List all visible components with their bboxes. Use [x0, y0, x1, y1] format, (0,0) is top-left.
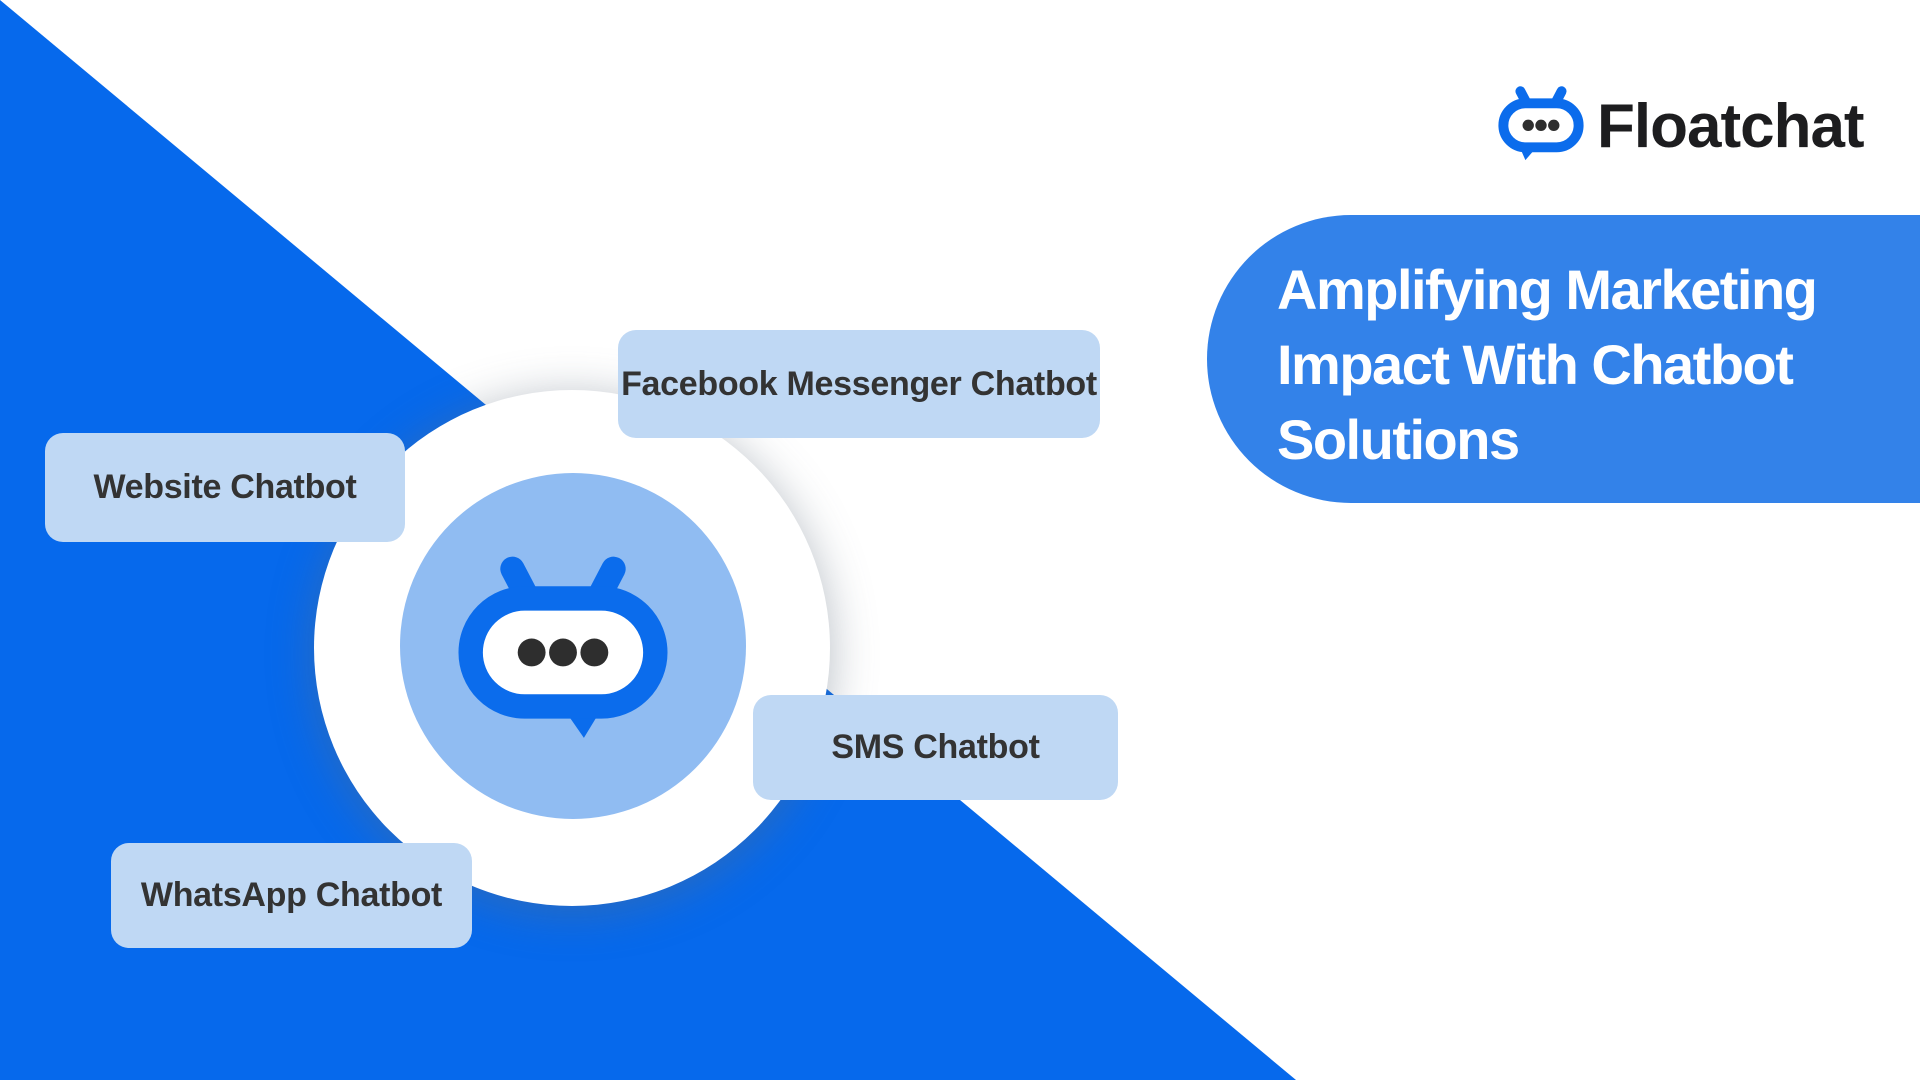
channel-label-text: Website Chatbot [93, 468, 357, 506]
banner-title-line: Amplifying Marketing [1277, 258, 1818, 321]
floatchat-logo-text: Floatchat [1597, 92, 1865, 161]
channel-label-website: Website Chatbot [45, 433, 405, 542]
channel-label-whatsapp: WhatsApp Chatbot [111, 843, 472, 948]
channel-label-text: WhatsApp Chatbot [140, 876, 443, 914]
banner-title-line: Solutions [1277, 408, 1520, 471]
chatbot-bubble-icon [458, 556, 668, 738]
title-banner: Amplifying Marketing Impact With Chatbot… [1207, 215, 1920, 503]
channel-label-text: SMS Chatbot [831, 728, 1040, 766]
channel-label-facebook-messenger: Facebook Messenger Chatbot [618, 330, 1100, 438]
channel-label-text: Facebook Messenger Chatbot [621, 364, 1097, 403]
banner-title-line: Impact With Chatbot [1277, 333, 1794, 396]
floatchat-logo-icon [1498, 86, 1584, 161]
channel-label-sms: SMS Chatbot [753, 695, 1118, 800]
